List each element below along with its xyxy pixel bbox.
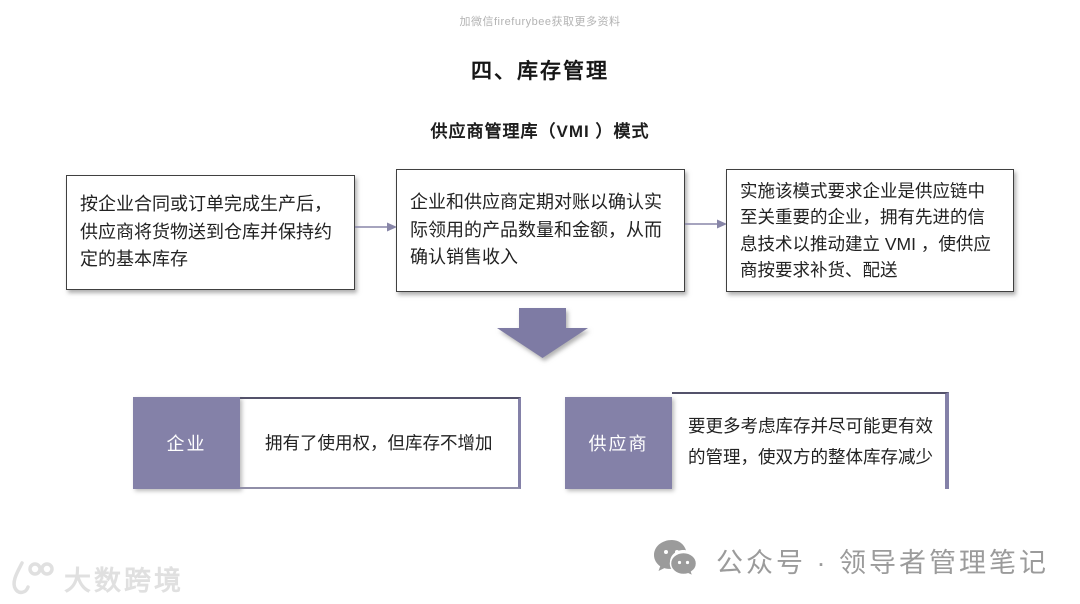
right-arrow-icon xyxy=(685,219,727,229)
down-arrow-icon xyxy=(497,308,588,358)
top-watermark: 加微信firefurybee获取更多资料 xyxy=(459,16,621,28)
dashu-logo-icon xyxy=(12,561,54,595)
flow-step-2-text: 企业和供应商定期对账以确认实际领用的产品数量和金额，从而确认销售收入 xyxy=(410,191,662,268)
outcome-panel-supplier-text: 要更多考虑库存并尽可能更有效的管理，使双方的整体库存减少 xyxy=(688,415,933,467)
footer-logo: 大数跨境 xyxy=(8,558,184,598)
wechat-icon xyxy=(654,540,698,578)
footer-logo-text: 大数跨境 xyxy=(64,565,184,596)
wechat-credit-text: 公众号 · 领导者管理笔记 xyxy=(716,547,1049,578)
right-arrow-icon xyxy=(355,222,397,232)
flow-step-3: 实施该模式要求企业是供应链中至关重要的企业，拥有先进的信息技术以推动建立 VMI… xyxy=(726,169,1014,292)
outcome-panel-enterprise: 拥有了使用权，但库存不增加 xyxy=(240,397,521,489)
outcome-label-enterprise-text: 企业 xyxy=(166,434,207,454)
outcome-label-supplier-text: 供应商 xyxy=(588,434,649,454)
outcome-label-enterprise: 企业 xyxy=(133,397,240,489)
wechat-credit: 公众号 · 领导者管理笔记 xyxy=(652,538,1049,582)
flow-step-3-text: 实施该模式要求企业是供应链中至关重要的企业，拥有先进的信息技术以推动建立 VMI… xyxy=(740,181,991,280)
page-title: 四、库存管理 xyxy=(471,60,609,83)
outcome-label-supplier: 供应商 xyxy=(565,397,672,489)
outcome-panel-enterprise-text: 拥有了使用权，但库存不增加 xyxy=(265,432,493,453)
flow-step-2: 企业和供应商定期对账以确认实际领用的产品数量和金额，从而确认销售收入 xyxy=(396,169,685,292)
flow-step-1: 按企业合同或订单完成生产后，供应商将货物送到仓库并保持约定的基本库存 xyxy=(66,175,355,290)
flow-step-1-text: 按企业合同或订单完成生产后，供应商将货物送到仓库并保持约定的基本库存 xyxy=(80,193,332,270)
outcome-panel-supplier: 要更多考虑库存并尽可能更有效的管理，使双方的整体库存减少 xyxy=(672,392,949,489)
page-subtitle: 供应商管理库（VMI ）模式 xyxy=(430,122,650,141)
